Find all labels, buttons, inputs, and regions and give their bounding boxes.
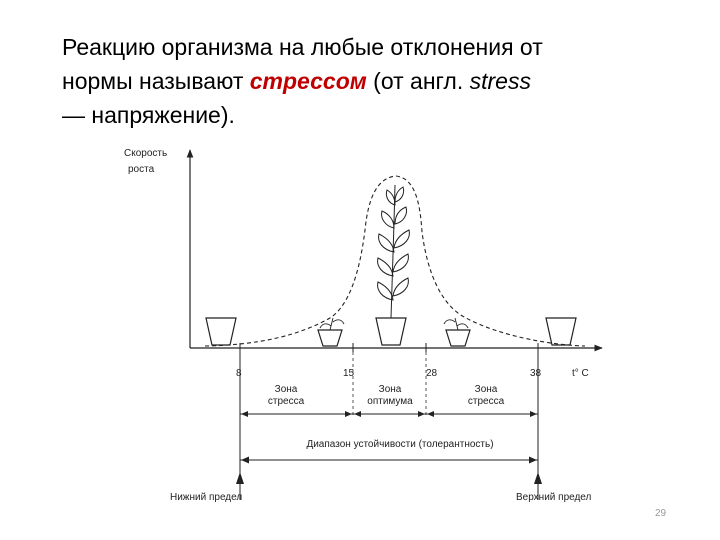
pot-icon <box>206 318 236 345</box>
right-stress-zone-title: Зона <box>475 384 498 395</box>
sprout-icon <box>444 318 468 330</box>
y-axis-label-2: роста <box>128 164 155 175</box>
y-axis-label-1: Скорость <box>124 148 167 159</box>
pot-icon <box>376 318 406 345</box>
plant-icon <box>378 185 410 318</box>
x-axis-label: t° C <box>572 368 589 379</box>
tolerance-range-label: Диапазон устойчивости (толерантность) <box>306 439 493 450</box>
tick-label-38: 38 <box>530 368 542 379</box>
left-stress-zone-subtitle: стресса <box>268 396 305 407</box>
upper-limit-arrowhead <box>534 472 542 484</box>
optimum-zone-title: Зона <box>379 384 402 395</box>
tick-label-28: 28 <box>426 368 438 379</box>
tolerance-arrowhead-left <box>241 457 249 464</box>
upper-limit-label: Верхний предел <box>516 492 592 503</box>
tick-label-8: 8 <box>236 368 242 379</box>
lower-limit-label: Нижний предел <box>170 492 242 503</box>
pot-icon <box>446 330 470 346</box>
sprout-icon <box>320 318 344 330</box>
optimum-zone-subtitle: оптимума <box>367 396 413 407</box>
right-stress-zone-subtitle: стресса <box>468 396 505 407</box>
lower-limit-arrowhead <box>236 472 244 484</box>
pot-icon <box>546 318 576 345</box>
left-stress-zone-title: Зона <box>275 384 298 395</box>
tolerance-arrowhead-right <box>529 457 537 464</box>
pot-icon <box>318 330 342 346</box>
page-number: 29 <box>655 508 666 519</box>
